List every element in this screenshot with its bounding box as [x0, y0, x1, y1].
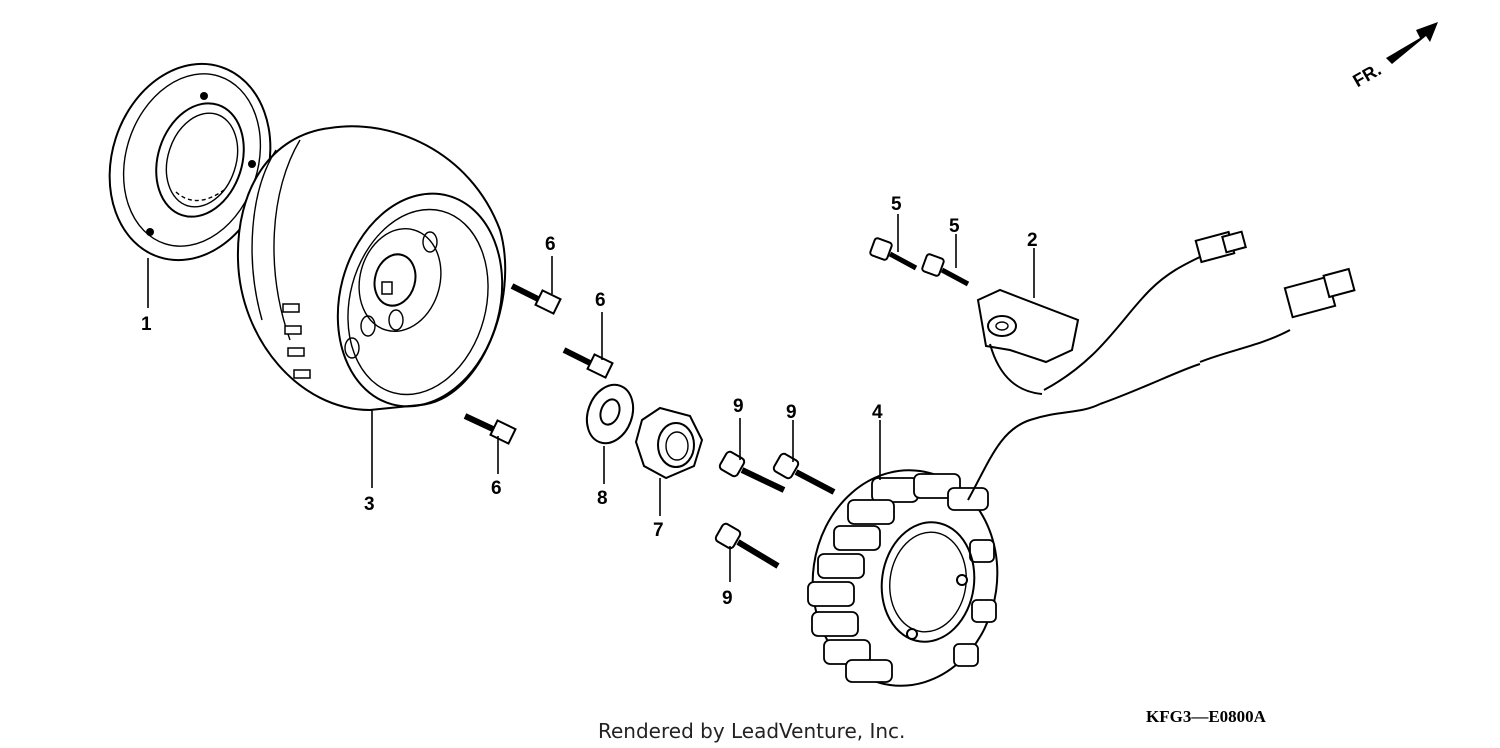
callout-part-9c: 9	[722, 588, 733, 609]
callout-part-4: 4	[872, 402, 883, 423]
front-direction-arrow-icon: FR.	[1349, 22, 1438, 91]
washer-drawing	[585, 383, 635, 445]
bolt-6c-drawing	[463, 413, 517, 445]
callout-part-9a: 9	[733, 396, 744, 417]
bolt-5b-drawing	[921, 253, 970, 287]
bolt-6a-drawing	[510, 283, 562, 315]
callout-part-3: 3	[364, 494, 375, 515]
bolt-9c-drawing	[714, 522, 780, 569]
bolt-9b-drawing	[772, 452, 836, 495]
leader-lines	[147, 214, 1035, 582]
flywheel-drawing	[236, 125, 507, 412]
bolt-9a-drawing	[718, 450, 786, 493]
callout-part-6b: 6	[595, 290, 606, 311]
nut-drawing	[634, 406, 704, 480]
credit-text: Rendered by LeadVenture, Inc.	[598, 719, 905, 743]
callout-part-5a: 5	[891, 194, 902, 215]
front-direction-label: FR.	[1349, 59, 1384, 91]
bolt-5a-drawing	[869, 237, 918, 271]
callout-part-7: 7	[653, 520, 664, 541]
callout-part-5b: 5	[949, 216, 960, 237]
stator-drawing	[807, 267, 1356, 687]
callout-part-2: 2	[1027, 230, 1038, 251]
callout-part-1: 1	[141, 314, 152, 335]
callout-part-8: 8	[597, 488, 608, 509]
pulse-generator-drawing	[976, 230, 1247, 395]
bolt-6b-drawing	[562, 347, 614, 379]
drawing-code: KFG3—E0800A	[1146, 707, 1267, 726]
callout-part-6c: 6	[491, 478, 502, 499]
callout-part-9b: 9	[786, 402, 797, 423]
callout-part-6a: 6	[545, 234, 556, 255]
